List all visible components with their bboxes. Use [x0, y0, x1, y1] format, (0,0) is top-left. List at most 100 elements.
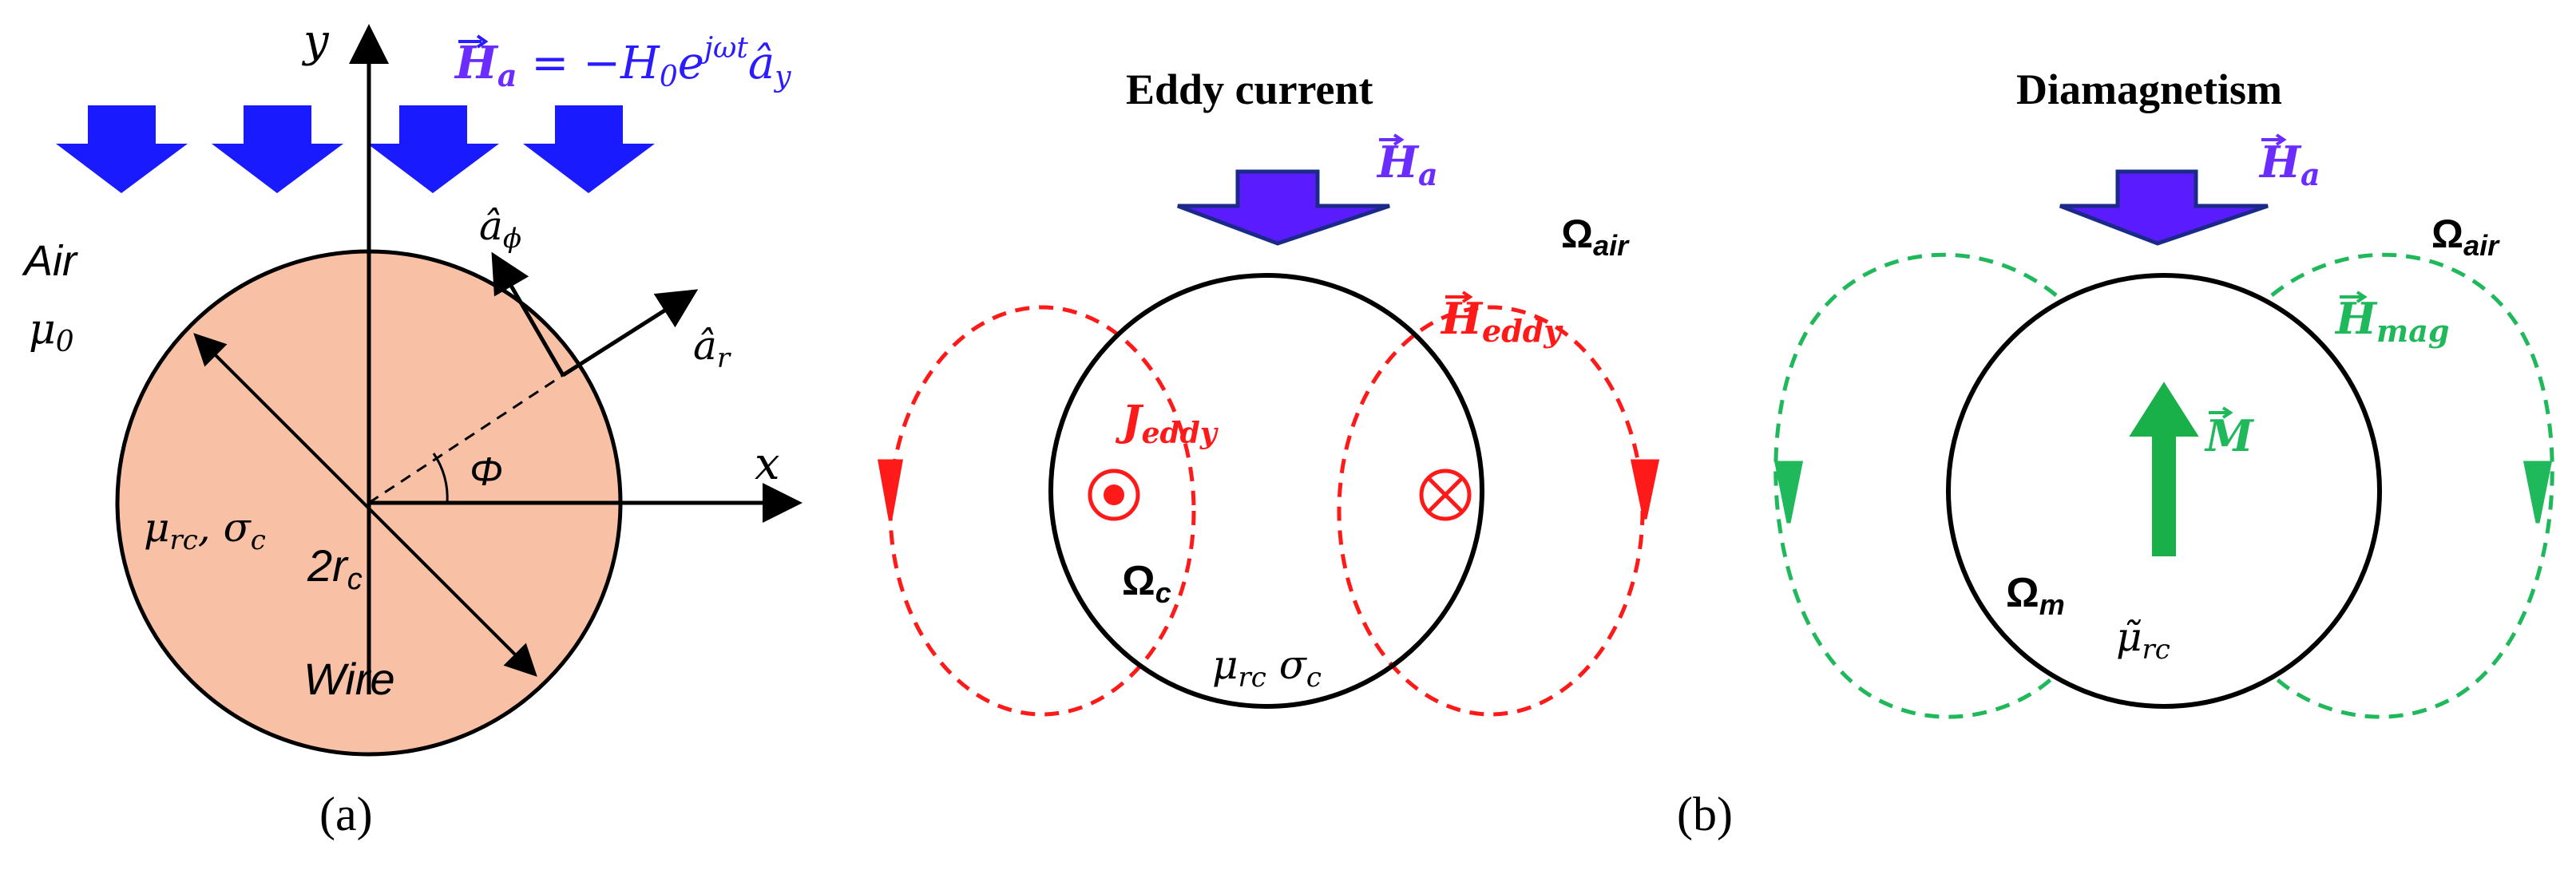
svg-text:Ha = −H0ejωtây: Ha = −H0ejωtây: [454, 32, 791, 93]
current-out-of-page-icon: [1088, 469, 1140, 521]
diameter-text: 2r: [307, 540, 349, 591]
phi-label: Φ: [470, 449, 503, 494]
field-arrow-3: [367, 105, 499, 193]
field-vector-overarrow: [476, 34, 489, 49]
j-eddy-letter: J: [1115, 397, 1144, 445]
svg-text:Ha: Ha: [1376, 136, 1438, 192]
air-label: Air: [22, 237, 78, 285]
current-into-page-icon: [1419, 469, 1472, 521]
field-eq-unit-sub: y: [773, 61, 791, 93]
diameter-sub: c: [347, 563, 363, 596]
wire-label: Wire: [303, 654, 395, 704]
eddy-field-sub: a: [1418, 156, 1438, 192]
omega-c-label: Ωc: [1122, 558, 1171, 609]
h-eddy-sub: eddy: [1482, 313, 1563, 349]
dia-omega-air-letter: Ω: [2431, 212, 2463, 256]
field-vector-sub: a: [497, 57, 517, 93]
hmag-loop-left: [1773, 252, 2058, 719]
panel-b-eddy: Eddy current Ha Ωair Heddy: [878, 65, 1660, 717]
mu-sigma-label: μrc, σc: [144, 504, 266, 556]
omega-m-sub: m: [2039, 588, 2065, 621]
mu0-sub: 0: [56, 326, 74, 358]
caption-a: (a): [319, 788, 373, 840]
field-eq-rhs: = −H: [517, 38, 660, 89]
j-eddy-label: Jeddy: [1115, 397, 1219, 450]
field-arrow-1: [56, 105, 188, 193]
field-eq-rhs-sub: 0: [660, 61, 678, 93]
eddy-omega-air-letter: Ω: [1561, 212, 1593, 256]
mu-tilde-sub: rc: [2142, 634, 2170, 666]
h-mag-letter: H: [2334, 293, 2378, 344]
eddy-title: Eddy current: [1126, 65, 1373, 113]
dia-applied-field-arrow: [2059, 169, 2269, 246]
dia-field-label: Ha: [2258, 133, 2320, 192]
diameter-label: 2rc: [307, 540, 363, 596]
panel-b-dia: Diamagnetism Ha Ωair Hmag: [1773, 65, 2554, 719]
mu-rc-sub: rc: [170, 524, 198, 556]
eddy-mu-sub: rc: [1238, 662, 1266, 694]
mu-tilde-label: μ̃rc: [2116, 614, 2170, 666]
sigma-sub: c: [251, 524, 266, 556]
a-phi-vector: [491, 251, 565, 377]
eddy-mu-sigma-label: μrc σc: [1212, 642, 1322, 694]
eddy-loop-left: [888, 305, 1196, 717]
eddy-conductor-circle: [1048, 273, 1484, 709]
mu0-letter: μ: [29, 306, 56, 354]
a-r-letter: â: [693, 322, 717, 369]
omega-m-letter: Ω: [2006, 570, 2039, 616]
svg-text:Hmag: Hmag: [2334, 293, 2449, 349]
field-arrow-4: [523, 105, 655, 193]
dia-omega-air: Ωair: [2431, 212, 2500, 262]
a-r-label: âr: [693, 322, 731, 374]
a-phi-letter: â: [479, 203, 503, 249]
eddy-omega-air: Ωair: [1561, 212, 1630, 262]
diameter-line: [193, 333, 537, 677]
hmag-loop-right: [2270, 252, 2554, 719]
applied-field-arrows: [56, 105, 655, 193]
eddy-mu-letter: μ: [1212, 642, 1238, 688]
j-eddy-sub: eddy: [1142, 417, 1219, 450]
applied-field-equation: Ha = −H0ejωtây: [454, 32, 791, 93]
sigma-letter: , σ: [198, 504, 252, 551]
eddy-loop-right: [1337, 305, 1645, 717]
a-phi-label: âϕ: [479, 203, 521, 255]
field-eq-unit: â: [748, 38, 775, 89]
magnetization-arrow: [2129, 382, 2199, 556]
x-axis-label: x: [755, 438, 780, 490]
omega-c-sub: c: [1155, 576, 1171, 609]
dia-field-sub: a: [2301, 156, 2320, 192]
dia-conductor-circle: [1946, 273, 2382, 709]
m-vector-label: M: [2204, 406, 2255, 461]
panel-a: y x Ha = −H0ejωtây Air μ0 âϕ âr Φ μrc, σ…: [22, 15, 803, 840]
h-mag-sub: mag: [2376, 313, 2449, 349]
hmag-loop-right-arrowhead: [2522, 461, 2553, 524]
eddy-loop-right-arrowhead: [1630, 459, 1660, 520]
mu0-label: μ0: [29, 306, 74, 358]
caption-b: (b): [1677, 788, 1733, 840]
a-r-vector: [561, 289, 699, 378]
h-mag-label: Hmag: [2334, 291, 2449, 349]
eddy-loop-left-arrowhead: [878, 459, 903, 520]
dia-omega-air-sub: air: [2463, 229, 2500, 262]
phi-angle-arc: [432, 453, 449, 504]
eddy-omega-air-sub: air: [1593, 229, 1630, 262]
mu-tilde-letter: μ̃: [2116, 614, 2142, 660]
a-phi-sub: ϕ: [503, 223, 521, 255]
svg-text:Ha: Ha: [2258, 136, 2320, 192]
hmag-loop-left-arrowhead: [1773, 461, 1804, 524]
mu-rc-letter: μ: [144, 504, 170, 551]
field-eq-e: e: [678, 38, 704, 89]
field-eq-sup: jωt: [699, 32, 749, 65]
svg-text:Heddy: Heddy: [1440, 293, 1563, 349]
a-r-sub: r: [717, 342, 731, 374]
field-arrow-2: [212, 105, 343, 193]
h-eddy-label: Heddy: [1440, 291, 1563, 349]
omega-c-letter: Ω: [1122, 558, 1155, 604]
eddy-sigma-letter: σ: [1266, 642, 1308, 688]
y-axis-label: y: [301, 15, 330, 67]
eddy-sigma-sub: c: [1306, 662, 1322, 694]
h-eddy-letter: H: [1440, 293, 1484, 344]
field-vector-letter: H: [454, 37, 499, 89]
dia-field-letter: H: [2258, 136, 2302, 188]
